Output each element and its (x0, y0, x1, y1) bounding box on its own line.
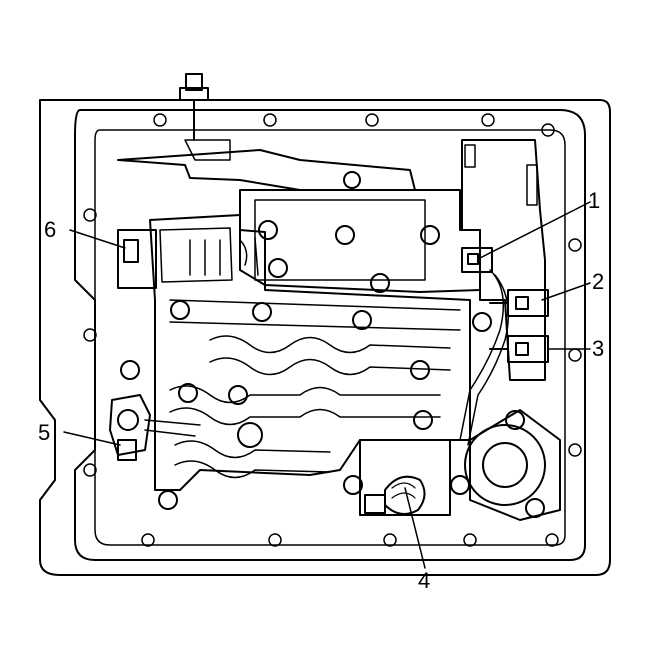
component-5-solenoid (109, 394, 201, 461)
pressure-switch-assembly (464, 409, 561, 521)
case-outline (39, 99, 611, 576)
valve-body-bolts (120, 220, 545, 518)
callout-2: 2 (592, 269, 604, 294)
pan-rail (74, 109, 586, 561)
component-1-connector (461, 247, 493, 273)
callout-6: 6 (44, 217, 56, 242)
callout-4: 4 (418, 568, 430, 593)
leader-lines (63, 201, 591, 569)
right-bracket (461, 139, 546, 381)
component-6-bracket (117, 229, 157, 289)
callout-5: 5 (38, 420, 50, 445)
callout-3: 3 (592, 336, 604, 361)
valve-bores (169, 237, 461, 479)
component-4-connector (359, 439, 451, 516)
pan-bolt-holes (83, 113, 582, 547)
wiring-harness (459, 269, 510, 446)
callout-1: 1 (588, 188, 600, 213)
top-stud (179, 73, 209, 141)
